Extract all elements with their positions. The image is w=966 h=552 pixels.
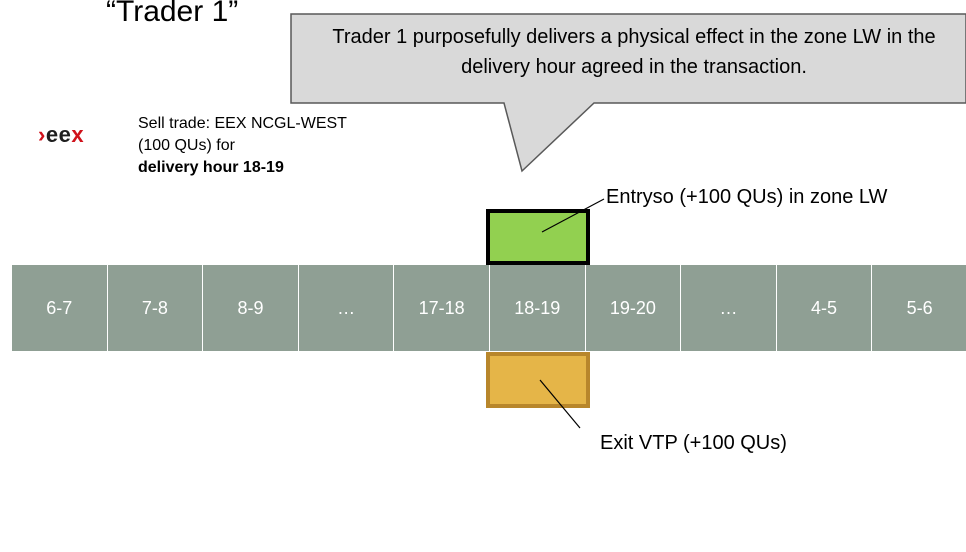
entry-connector-line	[541, 198, 605, 233]
hour-cell: 7-8	[107, 265, 204, 351]
eex-logo-x: x	[71, 122, 85, 147]
hour-cell: 5-6	[872, 265, 966, 351]
hour-cell: 19-20	[585, 265, 682, 351]
delivery-hour-timeline: 6-7 7-8 8-9 … 17-18 18-19 19-20 … 4-5 5-…	[12, 265, 966, 351]
exit-box	[486, 352, 590, 408]
hour-cell-ellipsis: …	[681, 265, 777, 351]
entry-box	[486, 209, 590, 265]
trade-line: Sell trade: EEX NCGL-WEST (100 QUs) for	[138, 115, 347, 154]
exit-label: Exit VTP (+100 QUs)	[600, 432, 787, 454]
eex-logo-ee: ee	[45, 122, 72, 147]
trade-delivery-hour: delivery hour 18-19	[138, 159, 284, 176]
hour-cell-ellipsis: …	[298, 265, 395, 351]
hour-cell: 17-18	[394, 265, 490, 351]
exit-connector-line	[539, 379, 581, 429]
diagram-title: “Trader 1”	[106, 0, 239, 28]
hour-cell: 8-9	[203, 265, 299, 351]
entry-label: Entryso (+100 QUs) in zone LW	[606, 186, 888, 208]
hour-cell-selected: 18-19	[489, 265, 586, 351]
callout-text: Trader 1 purposefully delivers a physica…	[332, 26, 936, 78]
hour-cell: 4-5	[776, 265, 873, 351]
eex-logo-arrow: ›	[38, 122, 46, 147]
eex-logo: ›eex	[38, 122, 84, 148]
hour-cell: 6-7	[12, 265, 108, 351]
trade-description: Sell trade: EEX NCGL-WEST (100 QUs) for …	[138, 113, 378, 179]
